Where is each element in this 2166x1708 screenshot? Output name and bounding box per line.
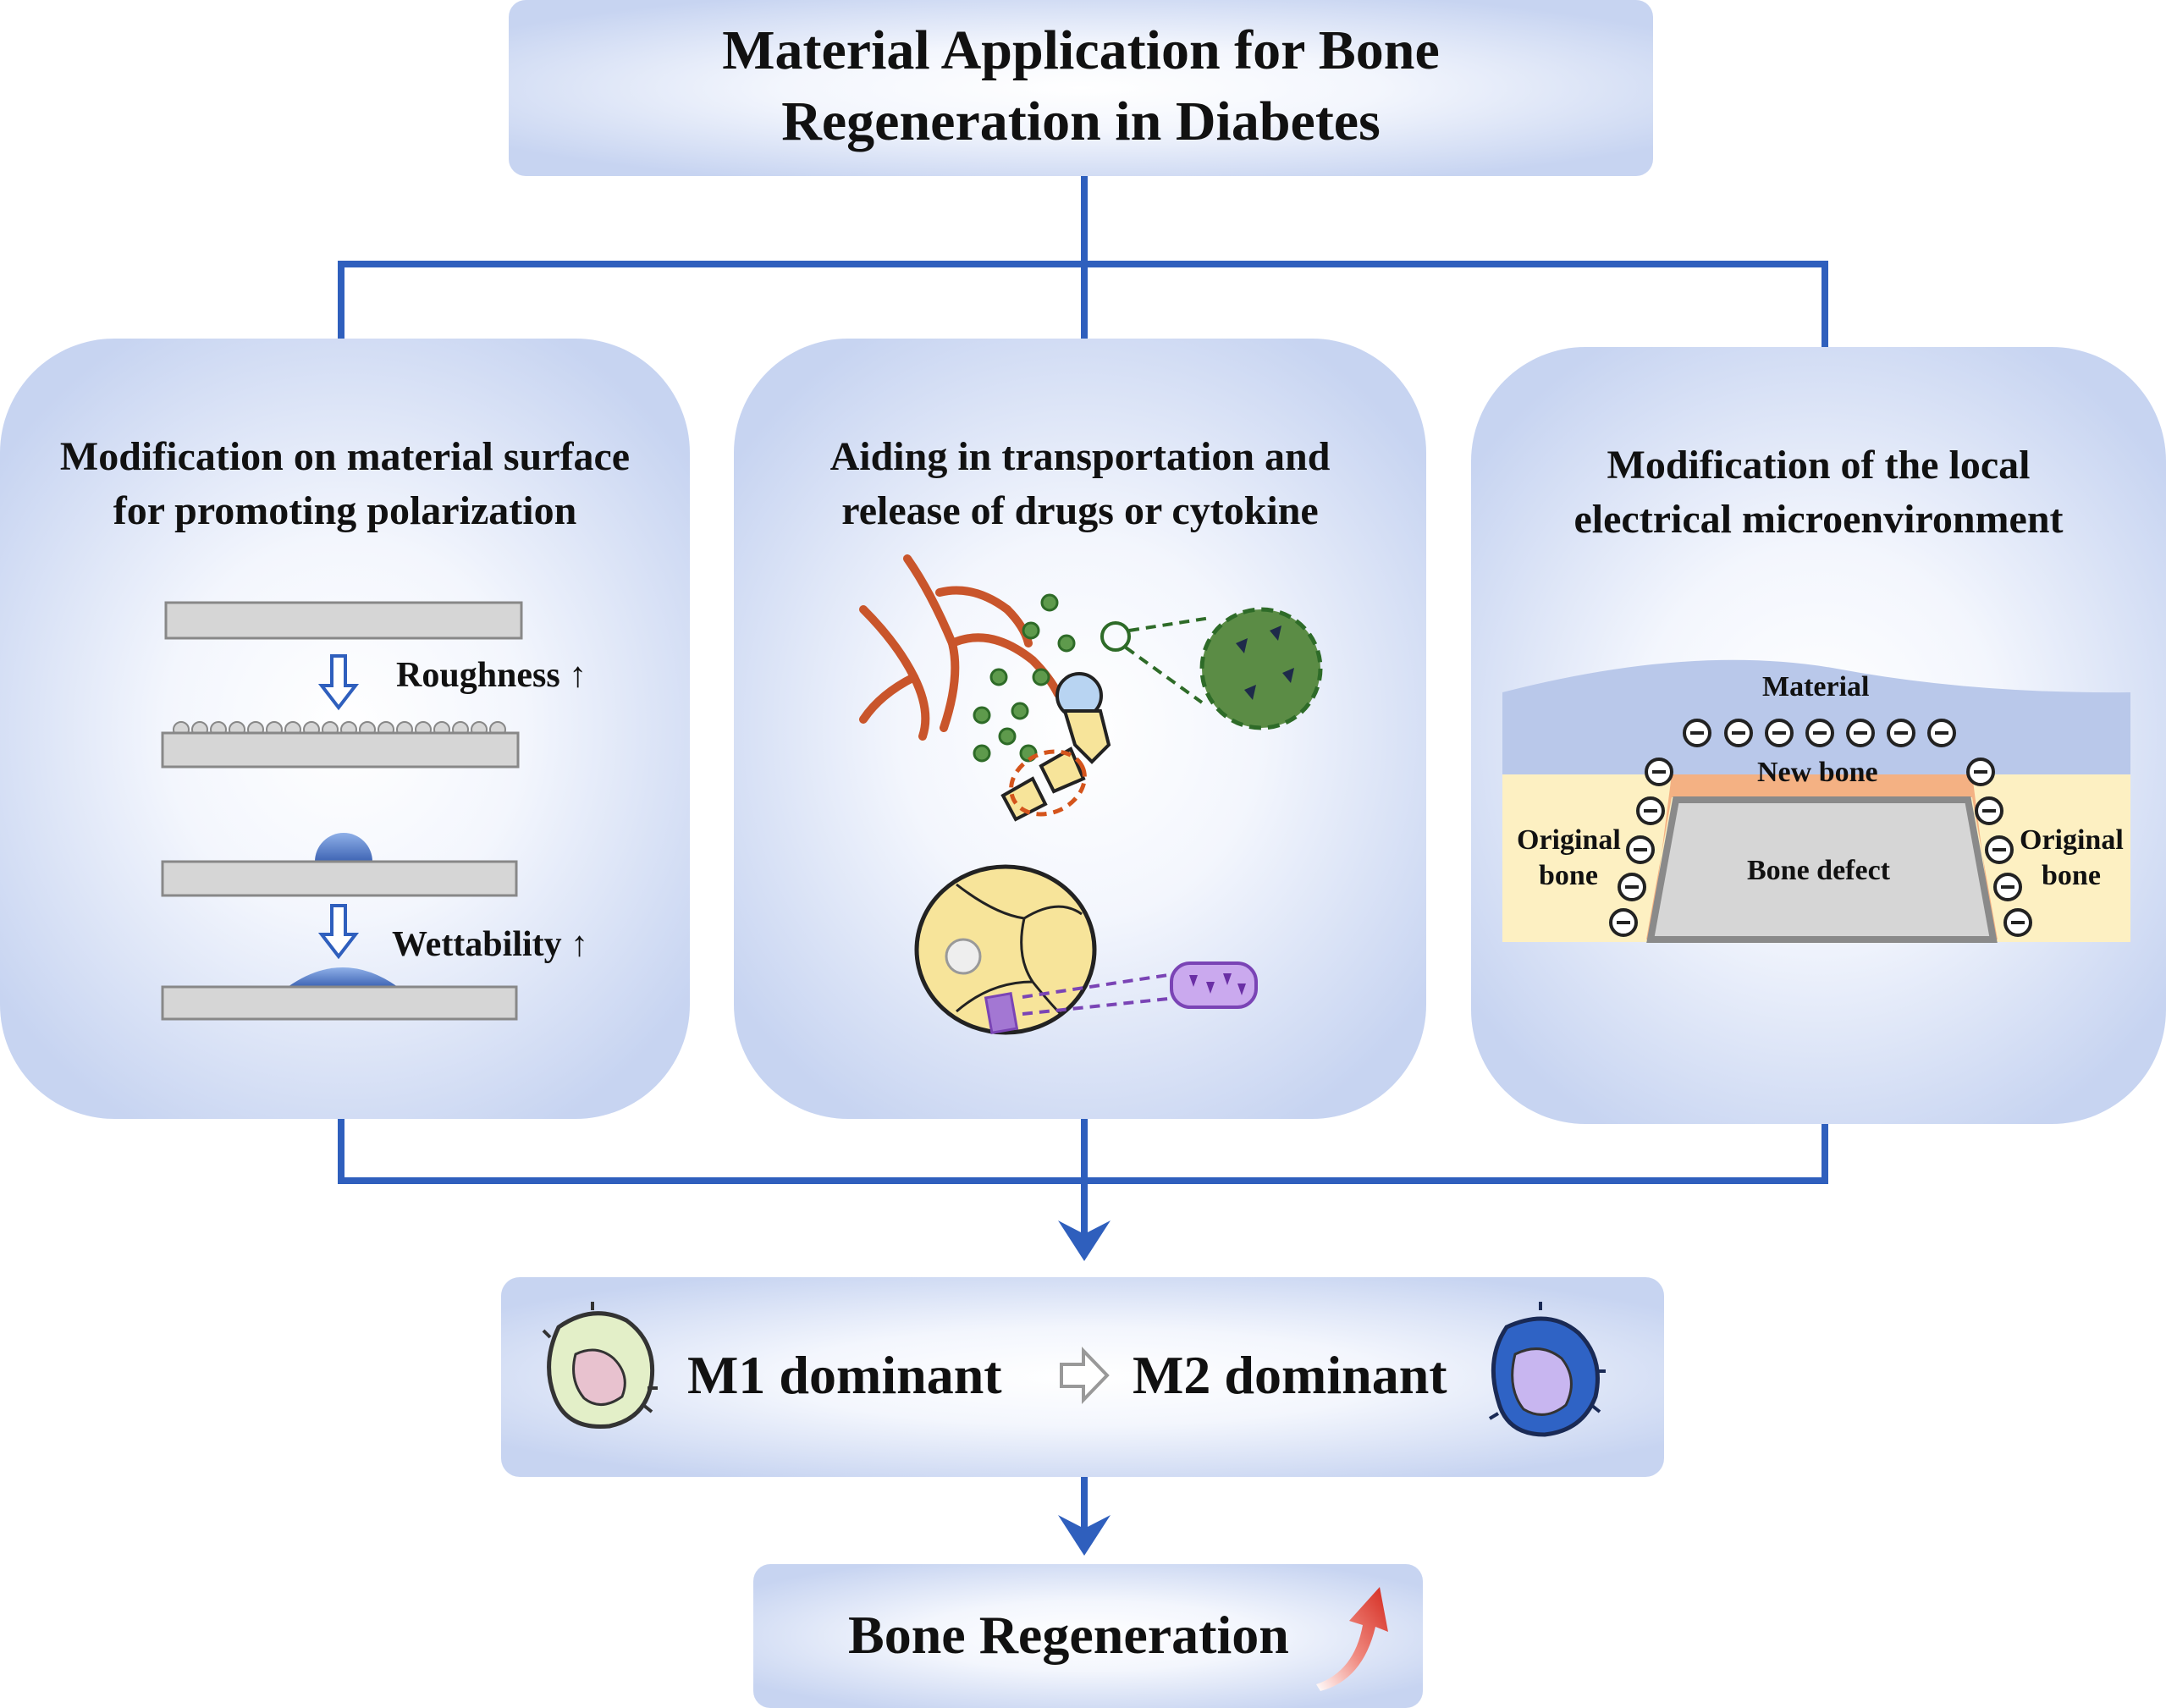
smooth-surface <box>164 601 523 640</box>
wettability-label: Wettability ↑ <box>392 925 589 964</box>
bone-defect-area <box>1646 796 1998 943</box>
surface-after-wetting <box>161 985 518 1021</box>
original-bone-left-line1: Original <box>1517 824 1621 856</box>
m2-macrophage-icon <box>1488 1302 1606 1437</box>
material-label: Material <box>1762 671 1870 702</box>
new-bone-label: New bone <box>1757 757 1878 788</box>
panel-electrical-title: Modification of the local electrical mic… <box>1574 443 2064 542</box>
m1-dominant-label: M1 dominant <box>687 1345 1002 1405</box>
drug-particles <box>973 593 1076 763</box>
minus-signs <box>1617 731 2025 924</box>
cell-icon <box>914 864 1097 1035</box>
roughness-label: Roughness ↑ <box>396 656 587 695</box>
water-droplet-spread <box>288 967 398 987</box>
fracture-highlight <box>1009 749 1087 817</box>
water-droplet-round <box>315 833 372 862</box>
original-bone-right-line1: Original <box>2020 824 2124 856</box>
original-bone-right-line2: bone <box>2042 860 2101 891</box>
connector-branch-top <box>338 261 1828 347</box>
drug-capsule-icon <box>1170 961 1258 1009</box>
electrical-microenvironment-illustration <box>1502 659 2130 943</box>
bone-defect-label: Bone defect <box>1747 855 1891 886</box>
diagram-title: Material Application for Bone Regenerati… <box>722 19 1440 152</box>
bottom-connectors <box>338 1119 1828 1536</box>
scaffold-magnified <box>1199 607 1323 730</box>
material-layer <box>1502 659 2130 774</box>
rough-surface <box>161 731 520 769</box>
new-bone-top <box>1672 774 1972 797</box>
arrowhead-to-polarization <box>1058 1220 1111 1261</box>
surface-before-wetting <box>161 860 518 897</box>
m1-macrophage-icon <box>542 1302 658 1430</box>
panel-drug-title: Aiding in transportation and release of … <box>829 434 1331 533</box>
outcome-label: Bone Regeneration <box>848 1605 1289 1665</box>
wettability-illustration <box>161 833 518 1021</box>
blood-vessel-icon <box>859 554 1062 741</box>
original-bone-left-line2: bone <box>1539 860 1598 891</box>
title-box: Material Application for Bone Regenerati… <box>509 0 1653 176</box>
arrowhead-to-outcome <box>1058 1515 1111 1556</box>
increase-arrow-icon <box>1316 1587 1388 1691</box>
down-arrow-icon <box>317 654 360 711</box>
bone-icon <box>1000 672 1111 822</box>
down-arrow-icon <box>317 904 360 960</box>
outcome-box <box>753 1564 1423 1708</box>
roughness-illustration <box>161 601 523 769</box>
panel-surface-title: Modification on material surface for pro… <box>59 434 631 533</box>
particle-highlight <box>1100 621 1131 652</box>
top-connectors <box>338 176 1828 347</box>
m2-dominant-label: M2 dominant <box>1133 1345 1447 1405</box>
cytokine-markers <box>1236 625 1294 700</box>
transition-arrow-icon <box>1060 1347 1110 1404</box>
